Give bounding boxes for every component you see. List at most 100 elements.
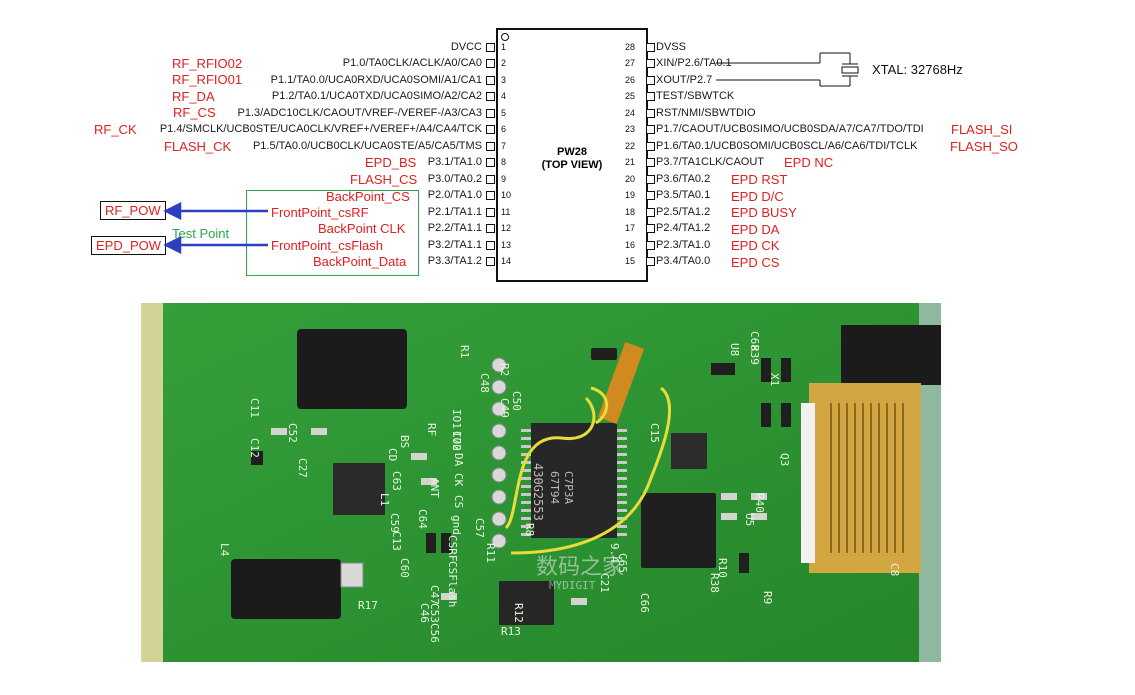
silkscreen-label: R2 <box>498 363 511 377</box>
pin-annotation: RF_DA <box>172 89 215 104</box>
silkscreen-label: R17 <box>358 599 378 612</box>
silkscreen-label: L1 <box>378 493 391 507</box>
pin-number: 14 <box>501 256 512 266</box>
pin-label: P3.7/TA1CLK/CAOUT <box>656 156 764 168</box>
pin-annotation: EPD NC <box>784 155 834 170</box>
pin-annotation: EPD D/C <box>731 189 784 204</box>
pin-number: 13 <box>501 239 512 250</box>
pin-pad <box>646 158 655 167</box>
pin-annotation: EPD RST <box>731 172 788 187</box>
silkscreen-label: C13 <box>390 531 403 551</box>
pin-pad <box>486 158 495 167</box>
pin-number: 24 <box>625 107 636 118</box>
pin-annotation: EPD CK <box>731 238 780 253</box>
silkscreen-label: C12 <box>248 438 261 458</box>
pin-annotation: BackPoint CLK <box>318 221 406 236</box>
pin-annotation: BackPoint_Data <box>313 254 407 269</box>
silkscreen-label: C47 <box>428 585 441 605</box>
chip-view: (TOP VIEW) <box>541 159 603 171</box>
xtal-label: XTAL: 32768Hz <box>872 62 963 77</box>
mcu-chip: PW28 (TOP VIEW) <box>496 28 648 282</box>
pin-label: P3.4/TA0.0 <box>656 255 711 267</box>
pin-pad <box>646 240 655 250</box>
pin-pad <box>486 207 495 217</box>
pin-pad <box>486 92 495 101</box>
pin-pad <box>486 125 495 134</box>
watermark-sub: MYDIGIT <box>549 579 596 592</box>
pin-number: 5 <box>501 107 507 118</box>
silkscreen-label: R12 <box>512 603 525 623</box>
silkscreen-label: CK <box>452 473 465 487</box>
pin-number: 15 <box>625 256 636 266</box>
pin-pad <box>646 224 655 233</box>
silkscreen-label: RF <box>425 423 438 437</box>
pin-label: P1.3/ADC10CLK/CAOUT/VREF-/VEREF-/A3/CA3 <box>237 106 482 119</box>
pin-label: P3.1/TA1.0 <box>427 156 482 168</box>
silkscreen-label: Q3 <box>778 453 791 467</box>
pin-number: 12 <box>501 223 512 233</box>
pin-number: 28 <box>625 41 636 52</box>
silkscreen-label: C48 <box>478 373 491 393</box>
silkscreen-label: R13 <box>501 625 521 638</box>
silkscreen-label: C52 <box>286 423 299 443</box>
pin-number: 6 <box>501 124 507 134</box>
silkscreen-label: C53 <box>428 603 441 623</box>
pin-annotation: RF_CS <box>173 105 216 120</box>
silkscreen-label: U8 <box>728 343 741 357</box>
pin-number: 11 <box>501 206 511 217</box>
pin-annotation: EPD_BS <box>365 155 417 170</box>
silkscreen-label: U5 <box>743 513 756 527</box>
pin-number: 23 <box>625 124 636 134</box>
pin-pad <box>646 191 655 200</box>
silkscreen-label: C63 <box>390 471 403 491</box>
silkscreen-label: R40 <box>753 493 766 513</box>
pin-label: P1.2/TA0.1/UCA0TXD/UCA0SIMO/A2/CA2 <box>271 90 482 102</box>
pin-annotation: BackPoint_CS <box>326 189 410 204</box>
pin-number: 22 <box>625 140 636 151</box>
pin-label: P1.4/SMCLK/UCB0STE/UCA0CLK/VREF+/VEREF+/… <box>159 123 482 135</box>
silkscreen-label: gnd <box>450 515 463 535</box>
silkscreen-label: C57 <box>473 518 486 538</box>
silkscreen-label: C70 <box>450 431 463 451</box>
pin-pad <box>646 92 655 101</box>
pin-pad <box>646 125 655 134</box>
silkscreen-label: C56 <box>428 623 441 643</box>
pin-pad <box>486 257 495 266</box>
pin-pad <box>646 174 655 184</box>
pin-pad <box>486 224 495 233</box>
pin-pad <box>646 42 655 52</box>
pin-number: 27 <box>625 58 636 68</box>
pin-label: P1.5/TA0.0/UCB0CLK/UCA0STE/A5/CA5/TMS <box>252 139 482 152</box>
epd-pow-arrow <box>163 235 268 255</box>
silkscreen-label: C60 <box>398 558 411 578</box>
pin-annotation: EPD CS <box>731 255 780 270</box>
silkscreen-label: CS <box>452 495 465 509</box>
silkscreen-label: C66 <box>638 593 651 613</box>
silkscreen-label: R38 <box>708 573 721 593</box>
silkscreen-label: CSRF <box>446 535 459 562</box>
pin-number: 26 <box>625 74 636 85</box>
pin-number: 19 <box>625 190 636 200</box>
ic-marking-3: C7P3A <box>562 471 575 505</box>
pin-label: P1.7/CAOUT/UCB0SIMO/UCB0SDA/A7/CA7/TDO/T… <box>656 123 924 135</box>
pin-number: 21 <box>625 157 636 167</box>
pin-label: P2.4/TA1.2 <box>656 222 711 234</box>
pin-pad <box>486 191 495 200</box>
pin-annotation: RF_RFIO01 <box>172 72 243 87</box>
pin-number: 18 <box>625 206 636 217</box>
pcb-drawing <box>141 303 941 662</box>
rf-pow-arrow <box>163 201 268 221</box>
pin-pad <box>646 141 655 151</box>
pin-annotation: RF_CK <box>94 122 137 137</box>
mcu-ic <box>531 423 617 538</box>
pin-label: P3.0/TA0.2 <box>427 172 482 185</box>
ic-marking: 430G2553 <box>531 463 545 521</box>
pin-annotation: FrontPoint_csFlash <box>271 238 383 253</box>
silkscreen-label: DA <box>452 453 465 467</box>
silkscreen-label: C11 <box>248 398 261 418</box>
ic-marking-2: 67T94 <box>548 471 561 505</box>
pin-pad <box>646 75 655 85</box>
pin-label: P2.2/TA1.1 <box>427 222 482 234</box>
pin-label: P1.6/TA0.1/UCB0SOMI/UCB0SCL/A6/CA6/TDI/T… <box>656 139 918 152</box>
pin-label: XOUT/P2.7 <box>656 73 713 86</box>
